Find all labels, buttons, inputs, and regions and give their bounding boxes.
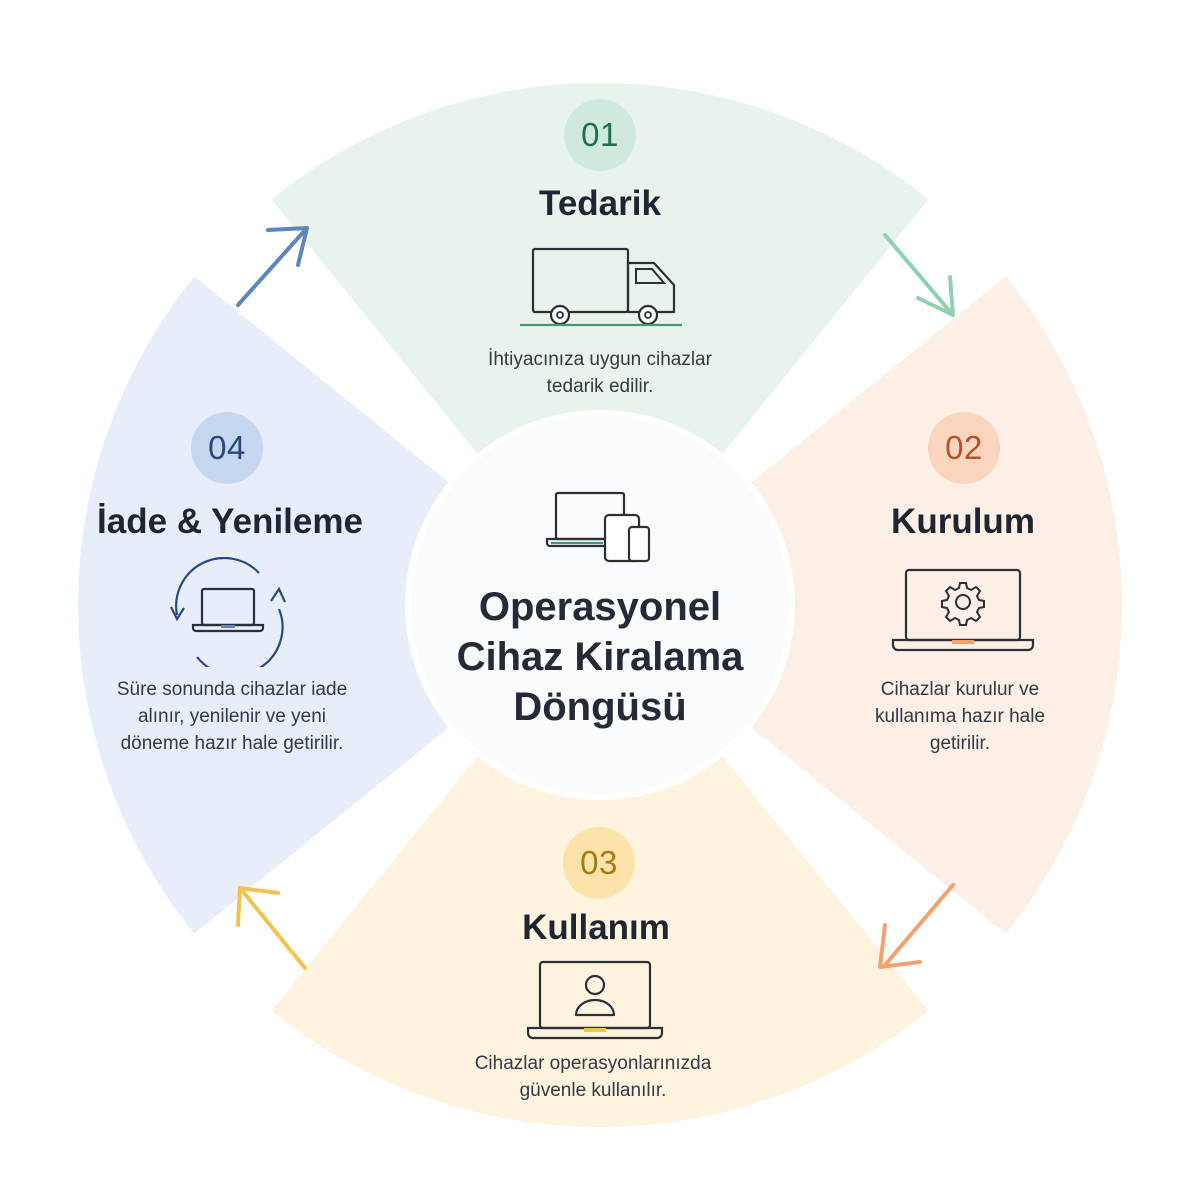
step-number-badge: 02 [928,412,1000,484]
step-number: 01 [581,116,619,153]
cycle-arrow [236,886,307,970]
devices-icon [545,491,651,563]
step-title: Kullanım [522,908,670,947]
step-number-badge: 04 [191,412,263,484]
step-number: 03 [580,844,618,881]
step-number: 04 [208,429,246,466]
cycle-segment [271,756,929,1127]
cycle-segment [271,82,929,454]
step-description: Cihazlar operasyonlarınızda güvenle kull… [474,1053,712,1101]
center-title: Operasyonel Cihaz Kiralama Döngüsü [456,585,744,729]
step-title: Tedarik [539,184,661,223]
step-title: İade & Yenileme [97,502,363,541]
laptop-gear-icon [891,568,1035,652]
step-description: İhtiyacınıza uygun cihazlar tedarik edil… [488,349,712,397]
laptop-refresh-icon [170,557,286,667]
step-description: Süre sonunda cihazlar iade alınır, yenil… [116,679,348,754]
step-number-badge: 03 [563,827,635,899]
cycle-arrow [878,883,955,969]
cycle-arrow [883,233,955,317]
truck-icon [520,247,682,327]
cycle-arrow [236,226,309,307]
step-number-badge: 01 [564,99,636,171]
step-description: Cihazlar kurulur ve kullanıma hazır hale… [874,679,1046,754]
step-title: Kurulum [891,502,1035,541]
cycle-segment [751,276,1122,934]
center-disc [411,416,789,794]
cycle-segment [77,276,449,934]
step-number: 02 [945,429,983,466]
laptop-user-icon [526,960,664,1040]
